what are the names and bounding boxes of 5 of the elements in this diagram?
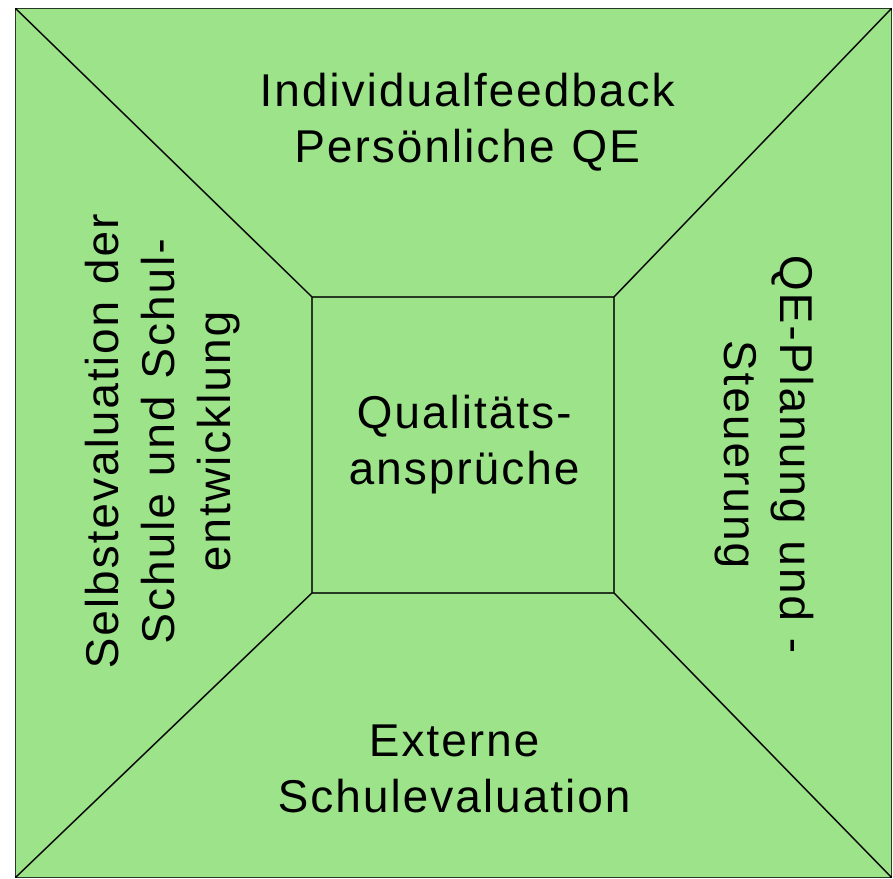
section-label: Selbstevaluation der Schule und Schul- entwicklung bbox=[75, 210, 241, 670]
section-label: Externe Schulevaluation bbox=[276, 713, 634, 824]
section-label: QE-Planung und -Steuerung bbox=[713, 254, 823, 658]
section-label: Qualitäts- ansprüche bbox=[348, 385, 582, 496]
section-label: Individualfeedback Persönliche QE bbox=[258, 63, 678, 174]
